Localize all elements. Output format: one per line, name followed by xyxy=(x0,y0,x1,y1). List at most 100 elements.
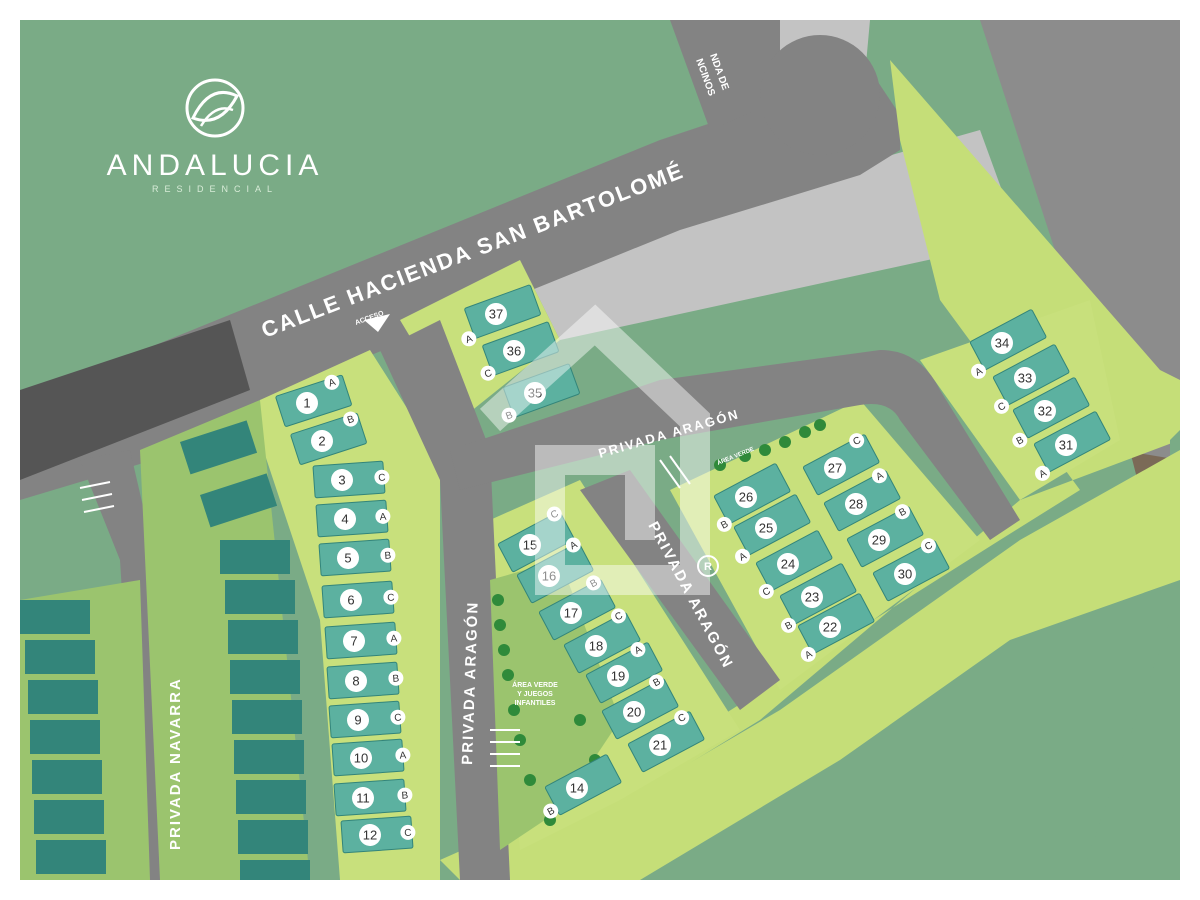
lower-green-band xyxy=(490,450,1180,880)
lot-type-badge xyxy=(674,710,690,726)
houses-layer xyxy=(20,420,310,880)
lot-type: C xyxy=(404,828,412,839)
lot-1[interactable]: 1A xyxy=(274,371,352,427)
lot-type: A xyxy=(737,551,748,564)
lot-22[interactable]: 22A xyxy=(788,593,878,664)
lot-number: 35 xyxy=(528,386,542,401)
lot-29[interactable]: 29B xyxy=(844,501,924,568)
house-footprint xyxy=(326,661,400,700)
lot-35[interactable]: 35B xyxy=(492,363,581,425)
neighbor-house xyxy=(28,680,98,714)
lot-type: A xyxy=(379,512,387,523)
lot-type-badge xyxy=(894,504,910,520)
lot-37[interactable]: 37A xyxy=(452,284,543,349)
lot-type-badge xyxy=(343,411,359,427)
lot-19[interactable]: 19A xyxy=(583,637,663,704)
lot-number: 26 xyxy=(739,490,753,505)
lot-number: 6 xyxy=(347,593,354,608)
lot-number: 32 xyxy=(1038,404,1052,419)
lot-type-badge xyxy=(1035,465,1051,481)
lot-16[interactable]: 16A xyxy=(513,535,595,604)
lot-33[interactable]: 33C xyxy=(981,344,1072,416)
neighbor-house xyxy=(25,640,95,674)
lot-number: 17 xyxy=(564,606,578,621)
lot-number: 36 xyxy=(507,344,521,359)
house-footprint xyxy=(627,711,705,773)
neighbor-house xyxy=(20,600,90,634)
lot-20[interactable]: 20B xyxy=(598,672,679,740)
lot-number: 20 xyxy=(627,705,641,720)
tree-icon xyxy=(799,426,811,438)
lot-type-badge xyxy=(649,674,665,690)
lot-26[interactable]: 26B xyxy=(704,463,794,534)
neighbor-house xyxy=(228,620,298,654)
lot-type-badge xyxy=(383,589,399,605)
lot-25[interactable]: 25A xyxy=(722,494,813,566)
lot-number-badge xyxy=(343,630,365,652)
lot-14[interactable]: 14B xyxy=(533,754,622,821)
lot-34[interactable]: 34A xyxy=(958,309,1049,381)
lot-30[interactable]: 30C xyxy=(870,535,950,602)
lot-24[interactable]: 24C xyxy=(746,530,836,601)
neighbor-house xyxy=(179,420,258,475)
lot-number: 34 xyxy=(995,336,1009,351)
lot-18[interactable]: 18C xyxy=(560,606,641,674)
parking-plaza xyxy=(520,130,1020,340)
lot-type-badge xyxy=(480,365,496,381)
lot-type-badge xyxy=(735,548,751,564)
lot-number-badge xyxy=(311,430,333,452)
lot-17[interactable]: 17B xyxy=(535,573,616,641)
lot-type-badge xyxy=(630,642,646,658)
lot-32[interactable]: 32B xyxy=(999,377,1092,450)
lot-number: 1 xyxy=(303,396,310,411)
lot-type-badge xyxy=(374,469,390,485)
access-arrow-icon xyxy=(364,314,390,332)
lot-number-badge xyxy=(347,709,369,731)
lot-number-badge xyxy=(649,734,671,756)
lot-number-badge xyxy=(801,586,823,608)
lot-number-badge xyxy=(524,382,546,404)
tree-icon xyxy=(714,459,726,471)
lot-type-badge xyxy=(1012,432,1028,448)
house-footprint xyxy=(318,538,392,577)
lot-number: 28 xyxy=(849,497,863,512)
lot-number: 3 xyxy=(338,473,345,488)
lot-number-badge xyxy=(503,340,525,362)
brand-block: ANDALUCIA RESIDENCIAL xyxy=(107,78,324,194)
lot-number-badge xyxy=(340,589,362,611)
lot-21[interactable]: 21C xyxy=(625,706,705,773)
tree-icon xyxy=(492,594,504,606)
lot-number: 5 xyxy=(344,551,351,566)
lot-2[interactable]: 2B xyxy=(289,409,367,465)
lot-27[interactable]: 27C xyxy=(800,429,880,496)
neighbor-house xyxy=(232,700,302,734)
leaf-emblem-icon xyxy=(185,78,245,138)
lot-type: A xyxy=(464,333,474,346)
lot-type-badge xyxy=(971,363,987,379)
lot-type: C xyxy=(378,472,386,483)
tree-icon xyxy=(502,669,514,681)
brand-name: ANDALUCIA xyxy=(107,149,324,182)
lot-15[interactable]: 15C xyxy=(494,504,576,573)
lot-number: 18 xyxy=(589,639,603,654)
lot-type: B xyxy=(401,790,409,801)
park-area xyxy=(490,560,620,850)
lot-type: B xyxy=(392,673,400,684)
tree-icon xyxy=(514,734,526,746)
lot-type-badge xyxy=(386,630,402,646)
lot-36[interactable]: 36C xyxy=(471,321,560,383)
lot-23[interactable]: 23B xyxy=(768,563,859,635)
lot-31[interactable]: 31A xyxy=(1022,411,1113,483)
lot-28[interactable]: 28A xyxy=(821,465,901,532)
